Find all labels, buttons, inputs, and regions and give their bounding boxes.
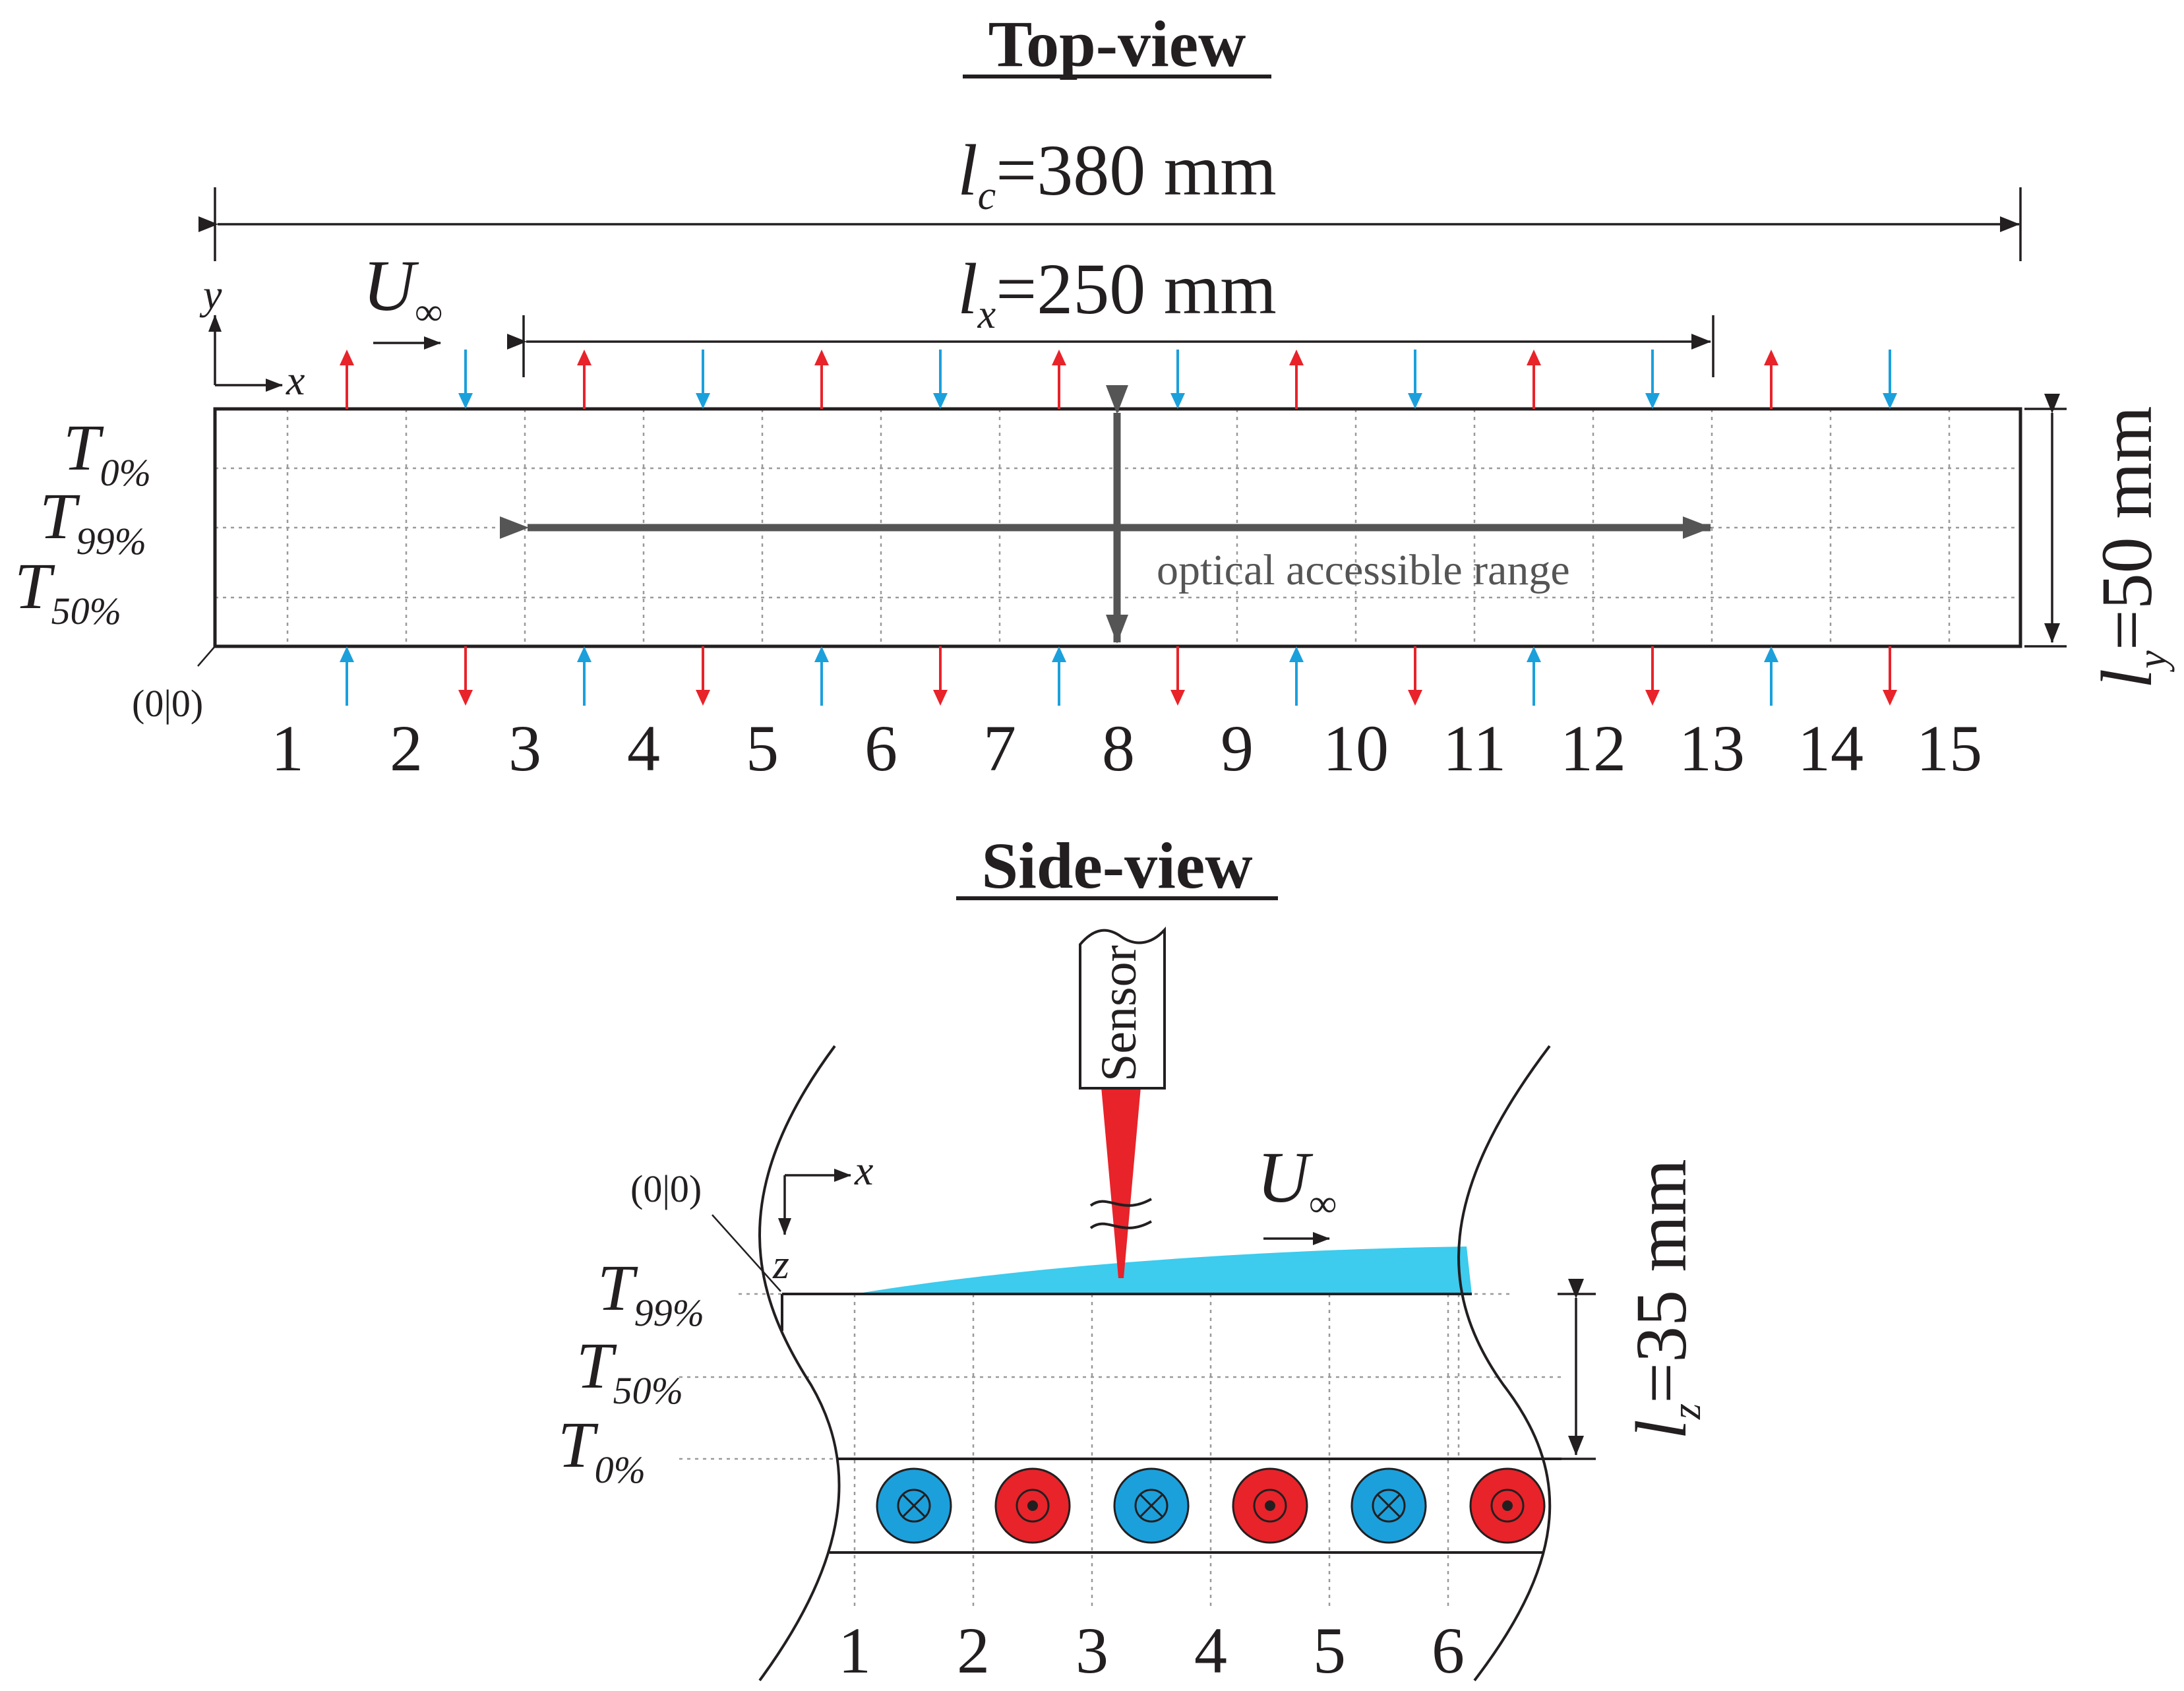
side-break-line-right <box>1457 1045 1552 1682</box>
top-position-number: 5 <box>746 712 779 785</box>
current-arrow-head <box>1764 350 1778 365</box>
lc-label: lc=380 mm <box>957 130 1277 218</box>
top-temp-label-0: T0% <box>63 411 151 494</box>
current-arrow-head <box>1289 350 1304 365</box>
current-arrow-head <box>458 690 473 706</box>
top-position-number: 12 <box>1560 712 1626 785</box>
side-axis-x-label: x <box>854 1147 873 1194</box>
top-view: Top-view lc=380 mm lx=250 mm y x U∞ (0|0… <box>15 7 2175 785</box>
side-view: Side-view Sensor x z (0|0) U∞ T9 <box>558 829 1709 1687</box>
sensor-break-symbol-2 <box>1089 1220 1152 1229</box>
side-position-number: 5 <box>1313 1614 1346 1687</box>
conductor-out-of-page <box>994 1467 1071 1544</box>
top-origin-leader <box>197 646 216 667</box>
top-axis-y-label: y <box>199 271 222 318</box>
top-position-number: 4 <box>627 712 660 785</box>
top-position-number: 7 <box>983 712 1016 785</box>
side-conductors <box>876 1467 1546 1544</box>
current-arrow-head <box>1883 690 1897 706</box>
top-view-title: Top-view <box>988 7 1246 80</box>
side-temp-label-1: T50% <box>576 1329 683 1412</box>
top-position-number: 8 <box>1102 712 1135 785</box>
current-arrow-head <box>1883 393 1897 409</box>
side-view-title: Side-view <box>981 829 1252 902</box>
top-flow-label: U∞ <box>363 245 442 333</box>
side-position-numbers: 1 2 3 4 5 6 <box>838 1614 1465 1687</box>
side-flow-label: U∞ <box>1257 1137 1337 1225</box>
top-temp-label-1: T99% <box>40 479 146 563</box>
current-arrow-head <box>1408 690 1422 706</box>
current-arrow-head <box>340 350 354 365</box>
current-arrow-head <box>1645 393 1660 409</box>
top-position-number: 1 <box>271 712 304 785</box>
current-arrow-head <box>1645 690 1660 706</box>
side-position-number: 1 <box>838 1614 871 1687</box>
sensor-beam <box>1101 1087 1141 1278</box>
top-temp-label-2: T50% <box>15 549 121 632</box>
current-arrow-head <box>814 646 829 662</box>
current-arrow-head <box>1170 690 1185 706</box>
side-break-line-left <box>758 1045 841 1682</box>
side-origin-label: (0|0) <box>630 1167 702 1210</box>
lx-label: lx=250 mm <box>957 249 1277 337</box>
current-arrow-head <box>1289 646 1304 662</box>
side-temp-label-0: T99% <box>597 1251 704 1334</box>
sensor-label: Sensor <box>1091 945 1147 1082</box>
top-origin-label: (0|0) <box>132 682 203 725</box>
top-position-number: 3 <box>508 712 541 785</box>
top-position-number: 14 <box>1798 712 1864 785</box>
top-current-arrows <box>340 350 1897 706</box>
current-arrow-head <box>1052 646 1066 662</box>
top-position-number: 13 <box>1679 712 1745 785</box>
top-axis-x-label: x <box>286 357 305 404</box>
current-arrow-head <box>933 690 948 706</box>
lz-label: lz=35 mm <box>1621 1159 1709 1439</box>
side-origin-leader <box>712 1214 781 1292</box>
side-position-number: 6 <box>1432 1614 1465 1687</box>
boundary-layer <box>855 1246 1472 1294</box>
current-arrow-head <box>696 393 710 409</box>
side-plate-grid <box>679 1293 1562 1607</box>
sensor-body <box>1079 926 1166 1090</box>
sensor-break-symbol-1 <box>1089 1198 1152 1207</box>
top-position-number: 15 <box>1916 712 1982 785</box>
current-arrow-head <box>814 350 829 365</box>
side-position-number: 2 <box>957 1614 990 1687</box>
current-arrow-head <box>1764 646 1778 662</box>
side-position-number: 4 <box>1194 1614 1227 1687</box>
current-arrow-head <box>696 690 710 706</box>
current-arrow-head <box>1052 350 1066 365</box>
top-position-number: 2 <box>390 712 423 785</box>
current-arrow-head <box>1170 393 1185 409</box>
current-arrow-head <box>577 350 592 365</box>
top-position-number: 11 <box>1443 712 1506 785</box>
conductor-into-page <box>1350 1467 1427 1544</box>
current-arrow-head <box>577 646 592 662</box>
current-arrow-head <box>1408 393 1422 409</box>
side-position-number: 3 <box>1076 1614 1108 1687</box>
conductor-out-of-page <box>1469 1467 1546 1544</box>
conductor-into-page <box>1113 1467 1190 1544</box>
ly-label: ly=50 mm <box>2086 406 2175 689</box>
top-position-number: 10 <box>1323 712 1389 785</box>
current-arrow-head <box>1527 350 1541 365</box>
conductor-out-of-page <box>1232 1467 1308 1544</box>
side-axis-z-label: z <box>772 1241 789 1287</box>
current-arrow-head <box>1527 646 1541 662</box>
side-temp-label-2: T0% <box>558 1408 646 1491</box>
conductor-into-page <box>876 1467 952 1544</box>
top-position-number: 6 <box>864 712 897 785</box>
current-arrow-head <box>340 646 354 662</box>
current-arrow-head <box>933 393 948 409</box>
optical-range-label: optical accessible range <box>1157 546 1570 594</box>
current-arrow-head <box>458 393 473 409</box>
top-position-number: 9 <box>1221 712 1254 785</box>
